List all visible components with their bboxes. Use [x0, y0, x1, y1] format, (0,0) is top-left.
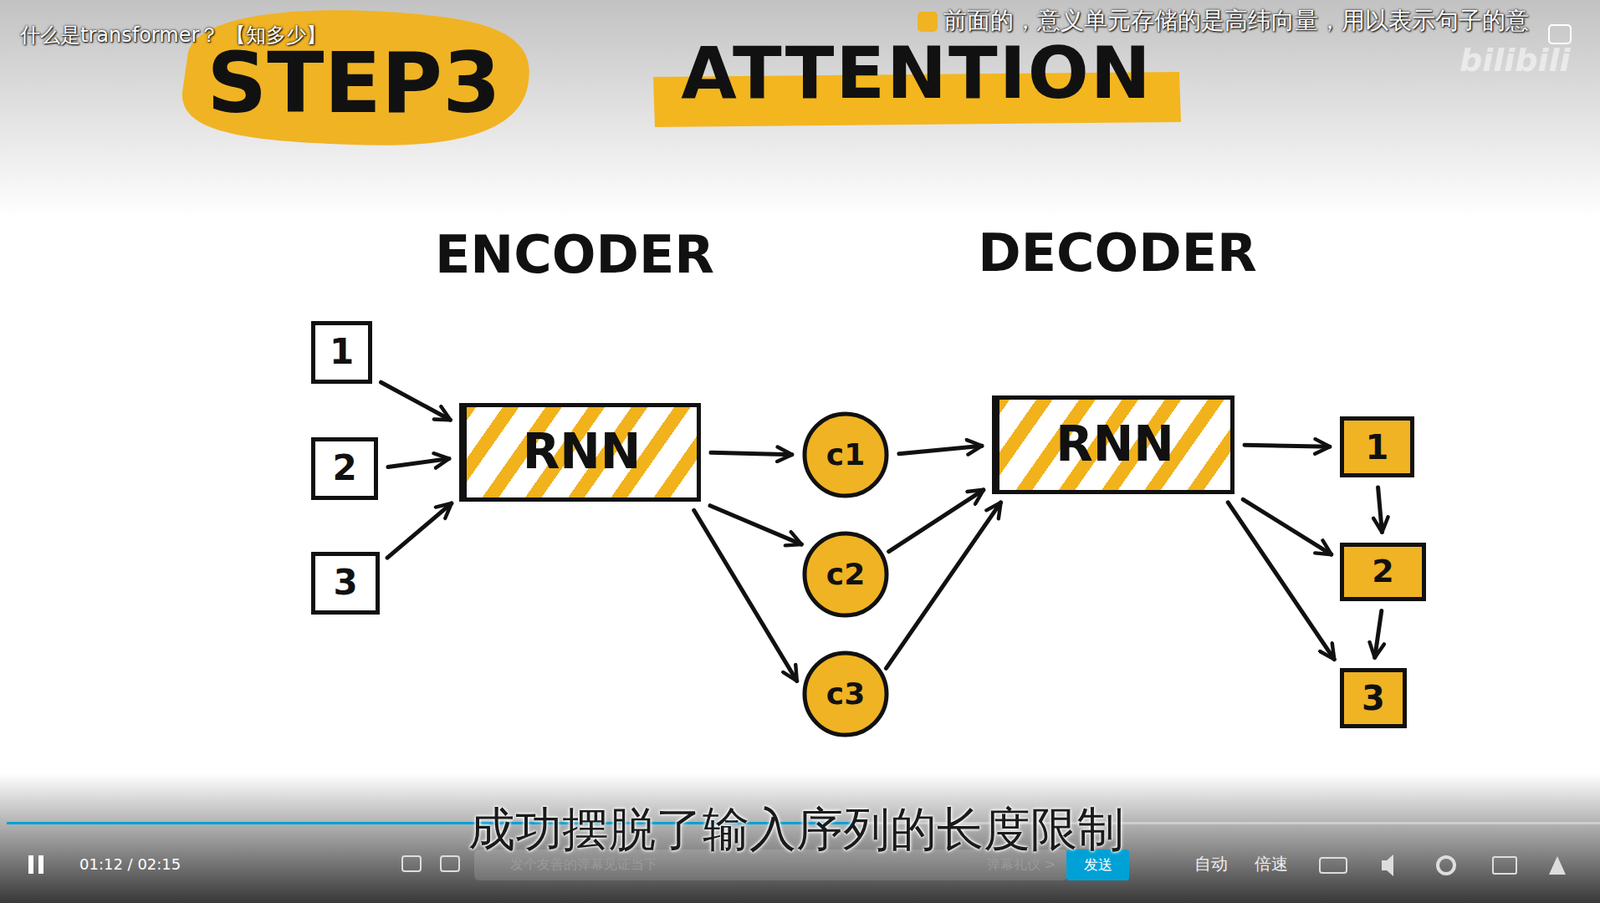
node-label: 2	[1371, 554, 1394, 590]
danmaku-etiquette: 弹幕礼仪 >	[986, 856, 1057, 873]
settings-icon	[1437, 857, 1455, 875]
arrow-connector	[899, 445, 982, 455]
decoder-heading: DECODER	[977, 222, 1258, 285]
output-token-box: 2	[1339, 542, 1427, 602]
like-icon	[917, 11, 938, 32]
danmaku-toggle-icon	[402, 856, 421, 872]
encoder-heading: ENCODER	[434, 224, 715, 287]
rnn-block: RNN	[991, 395, 1235, 495]
danmaku-setting-icon	[440, 856, 460, 872]
arrow-connector	[694, 510, 798, 681]
node-label: 2	[332, 449, 357, 488]
input-token-box: 3	[311, 552, 380, 615]
context-vector: c1	[802, 411, 890, 499]
step-heading: STEP3	[206, 33, 501, 134]
play-time: 01:12 / 02:15	[79, 855, 181, 875]
diagram-title: ATTENTION	[680, 30, 1153, 117]
fullscreen-icon	[1548, 856, 1566, 875]
arrow-connector	[381, 382, 451, 420]
corner-icon	[1548, 25, 1571, 44]
node-label: 1	[329, 332, 354, 372]
pause-icon	[28, 855, 34, 875]
arrow-connector	[885, 502, 1001, 669]
node-label: c3	[826, 677, 865, 711]
node-label: 1	[1365, 429, 1390, 466]
pip-icon	[1492, 857, 1517, 875]
node-label: 3	[332, 563, 358, 603]
node-label: RNN	[1055, 418, 1175, 472]
node-label: RNN	[522, 425, 642, 480]
arrow-connector	[710, 452, 793, 455]
arrow-connector	[710, 506, 802, 545]
context-vector: c3	[802, 650, 890, 738]
pause-icon	[38, 855, 44, 875]
node-label: 3	[1361, 679, 1386, 717]
arrow-connector	[1375, 610, 1382, 658]
volume-icon	[1381, 854, 1394, 877]
node-label: c1	[826, 438, 865, 472]
danmaku-placeholder: 发个友善的弹幕见证当下	[510, 856, 658, 873]
quality-option: 自动	[1194, 853, 1228, 875]
context-vector: c2	[802, 531, 890, 619]
output-token-box: 3	[1339, 668, 1407, 729]
node-label: c2	[826, 557, 865, 592]
arrow-connector	[388, 459, 450, 468]
arrow-connector	[1227, 502, 1335, 660]
arrow-connector	[1244, 444, 1330, 447]
output-token-box: 1	[1339, 416, 1415, 478]
rnn-block: RNN	[459, 403, 701, 502]
arrow-connector	[1378, 487, 1383, 533]
arrow-connector	[889, 490, 984, 553]
speed-option: 倍速	[1254, 853, 1289, 875]
player-shade	[0, 773, 1600, 903]
watermark: bilibili	[1459, 41, 1571, 81]
danmaku-comment: 前面的，意义单元存储的是高纬向量，用以表示句子的意	[943, 6, 1529, 36]
input-token-box: 1	[311, 321, 373, 384]
arrow-connector	[387, 503, 452, 558]
subtitle-icon	[1319, 858, 1347, 874]
circle-shape	[804, 533, 887, 616]
top-shade	[0, 0, 1600, 218]
circle-shape	[804, 653, 887, 736]
circle-shape	[804, 414, 887, 496]
subtitle-caption: 成功摆脱了输入序列的长度限制	[468, 801, 1125, 858]
input-token-box: 2	[311, 437, 379, 501]
